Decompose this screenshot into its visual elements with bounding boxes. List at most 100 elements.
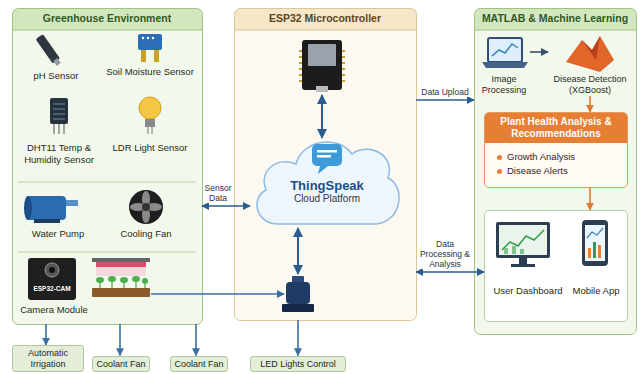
phone-icon xyxy=(582,220,608,266)
bullet-dot xyxy=(497,155,502,160)
ldr-bulb-icon xyxy=(148,127,149,134)
esp32-board-icon xyxy=(302,40,342,90)
sensor-caption: DHT11 Temp & Humidity Sensor xyxy=(14,142,104,165)
soil-moisture-icon xyxy=(142,37,144,39)
board-cloud-arrow xyxy=(321,95,323,138)
node-text: Water Pump xyxy=(16,228,100,240)
camera-board-icon xyxy=(28,258,76,300)
esp32-board-icon xyxy=(342,56,345,58)
phone-icon xyxy=(593,242,596,258)
connector-arrow xyxy=(202,205,250,207)
tray-to-actuator-line xyxy=(151,293,284,295)
node-text: LED Lights Control xyxy=(254,359,342,370)
panel-background xyxy=(13,9,637,335)
esp32-board-icon xyxy=(299,56,302,58)
plant-tray-icon xyxy=(92,288,150,297)
dht11-icon xyxy=(63,124,65,134)
panel-group: Greenhouse Environment pH Sensor Soil Mois… xyxy=(12,8,202,324)
edge-label: Sensor Data xyxy=(203,183,233,203)
actuator-icon xyxy=(286,282,310,304)
dht11-icon xyxy=(50,98,68,134)
cloud-node: ThingSpeakCloud Platform xyxy=(250,128,404,228)
connector-arrow xyxy=(530,51,548,53)
dht11-icon xyxy=(53,109,65,110)
cooling-fan-icon xyxy=(129,190,163,224)
ldr-bulb-icon xyxy=(139,97,161,134)
matlab-logo-icon xyxy=(566,36,614,72)
plant-tray-icon xyxy=(132,276,140,282)
connector-arrow xyxy=(45,324,47,345)
laptop-icon xyxy=(492,44,518,56)
water-pump-icon xyxy=(24,196,78,223)
ph-sensor-icon xyxy=(36,34,63,67)
ldr-bulb-icon xyxy=(139,97,161,119)
water-pump-icon xyxy=(34,219,60,223)
actuator-icon xyxy=(282,276,314,312)
output-box: LED Lights Control xyxy=(250,356,346,373)
sensor-caption: pH Sensor xyxy=(16,70,96,82)
node-text: Coolant Fan xyxy=(174,359,224,370)
actuator-caption: Water Pump xyxy=(16,228,100,240)
connector-arrow xyxy=(416,271,484,273)
panel-background xyxy=(235,30,417,31)
monitor-icon xyxy=(499,225,547,255)
panel-background xyxy=(13,30,203,31)
monitor-icon xyxy=(512,246,516,254)
box-heading: Plant Health Analysis & Recommendations xyxy=(491,116,621,140)
panel-background xyxy=(235,9,417,321)
output-caption: Mobile App xyxy=(568,285,624,297)
node-text: pH Sensor xyxy=(16,70,96,82)
cloud-outline xyxy=(318,166,328,174)
esp32-board-icon xyxy=(308,44,336,66)
camera-board-icon xyxy=(45,263,59,277)
esp32-board-icon xyxy=(342,68,345,70)
dht11-icon xyxy=(53,124,55,134)
panel-background xyxy=(18,182,196,183)
matlab-logo-icon xyxy=(566,36,614,72)
bullet-item: Growth Analysis xyxy=(495,151,619,163)
actuator-caption: Cooling Fan xyxy=(104,228,188,240)
connector-arrow xyxy=(416,99,474,101)
soil-moisture-icon xyxy=(154,50,159,62)
cloud-outline xyxy=(317,155,331,158)
cloud-actuator-arrow xyxy=(297,228,299,274)
dht11-icon xyxy=(58,124,60,134)
plant-tray-icon xyxy=(142,278,148,284)
camera-board-icon xyxy=(49,267,55,273)
esp32-board-icon xyxy=(299,40,345,92)
monitor-icon xyxy=(496,222,550,267)
plant-tray-icon xyxy=(108,276,116,282)
phone-icon xyxy=(585,225,605,261)
cooling-fan-icon xyxy=(142,203,150,211)
edge-label: Data Upload xyxy=(418,87,472,97)
output-box: Coolant Fan xyxy=(170,356,228,373)
panel-background xyxy=(475,9,637,335)
esp32-board-icon xyxy=(299,80,302,82)
dht11-icon xyxy=(53,104,65,105)
sensor-caption: Soil Moisture Sensor xyxy=(104,66,196,78)
monitor-icon xyxy=(502,230,544,250)
connector-arrow xyxy=(195,324,197,356)
edge-label: Data Processing & Analysis xyxy=(418,239,472,269)
output-box: Automatic Irrigation xyxy=(12,345,84,372)
phone-icon xyxy=(587,228,603,238)
ldr-bulb-icon xyxy=(145,119,155,127)
node-text: Camera Module xyxy=(14,304,94,316)
panel-heading: ESP32 Microcontroller xyxy=(234,8,416,25)
laptop-icon xyxy=(488,38,522,62)
output-caption: User Dashboard xyxy=(488,285,568,297)
node-text: DHT11 Temp & Humidity Sensor xyxy=(14,142,104,165)
panel-group: MATLAB & Machine LearningImage Processin… xyxy=(474,8,636,334)
ph-sensor-icon xyxy=(53,58,61,66)
actuator-icon xyxy=(292,276,304,283)
connector-arrow xyxy=(119,324,121,356)
panel-heading: MATLAB & Machine Learning xyxy=(474,8,636,25)
water-pump-icon xyxy=(24,196,32,220)
matlab-logo-icon xyxy=(582,36,600,60)
panel-heading: Greenhouse Environment xyxy=(12,8,202,25)
node-text: LDR Light Sensor xyxy=(110,142,190,154)
esp32-board-icon xyxy=(299,62,302,64)
node-text: Disease Detection (XGBoost) xyxy=(548,74,632,96)
board-label: ESP32-CAM xyxy=(28,285,76,293)
